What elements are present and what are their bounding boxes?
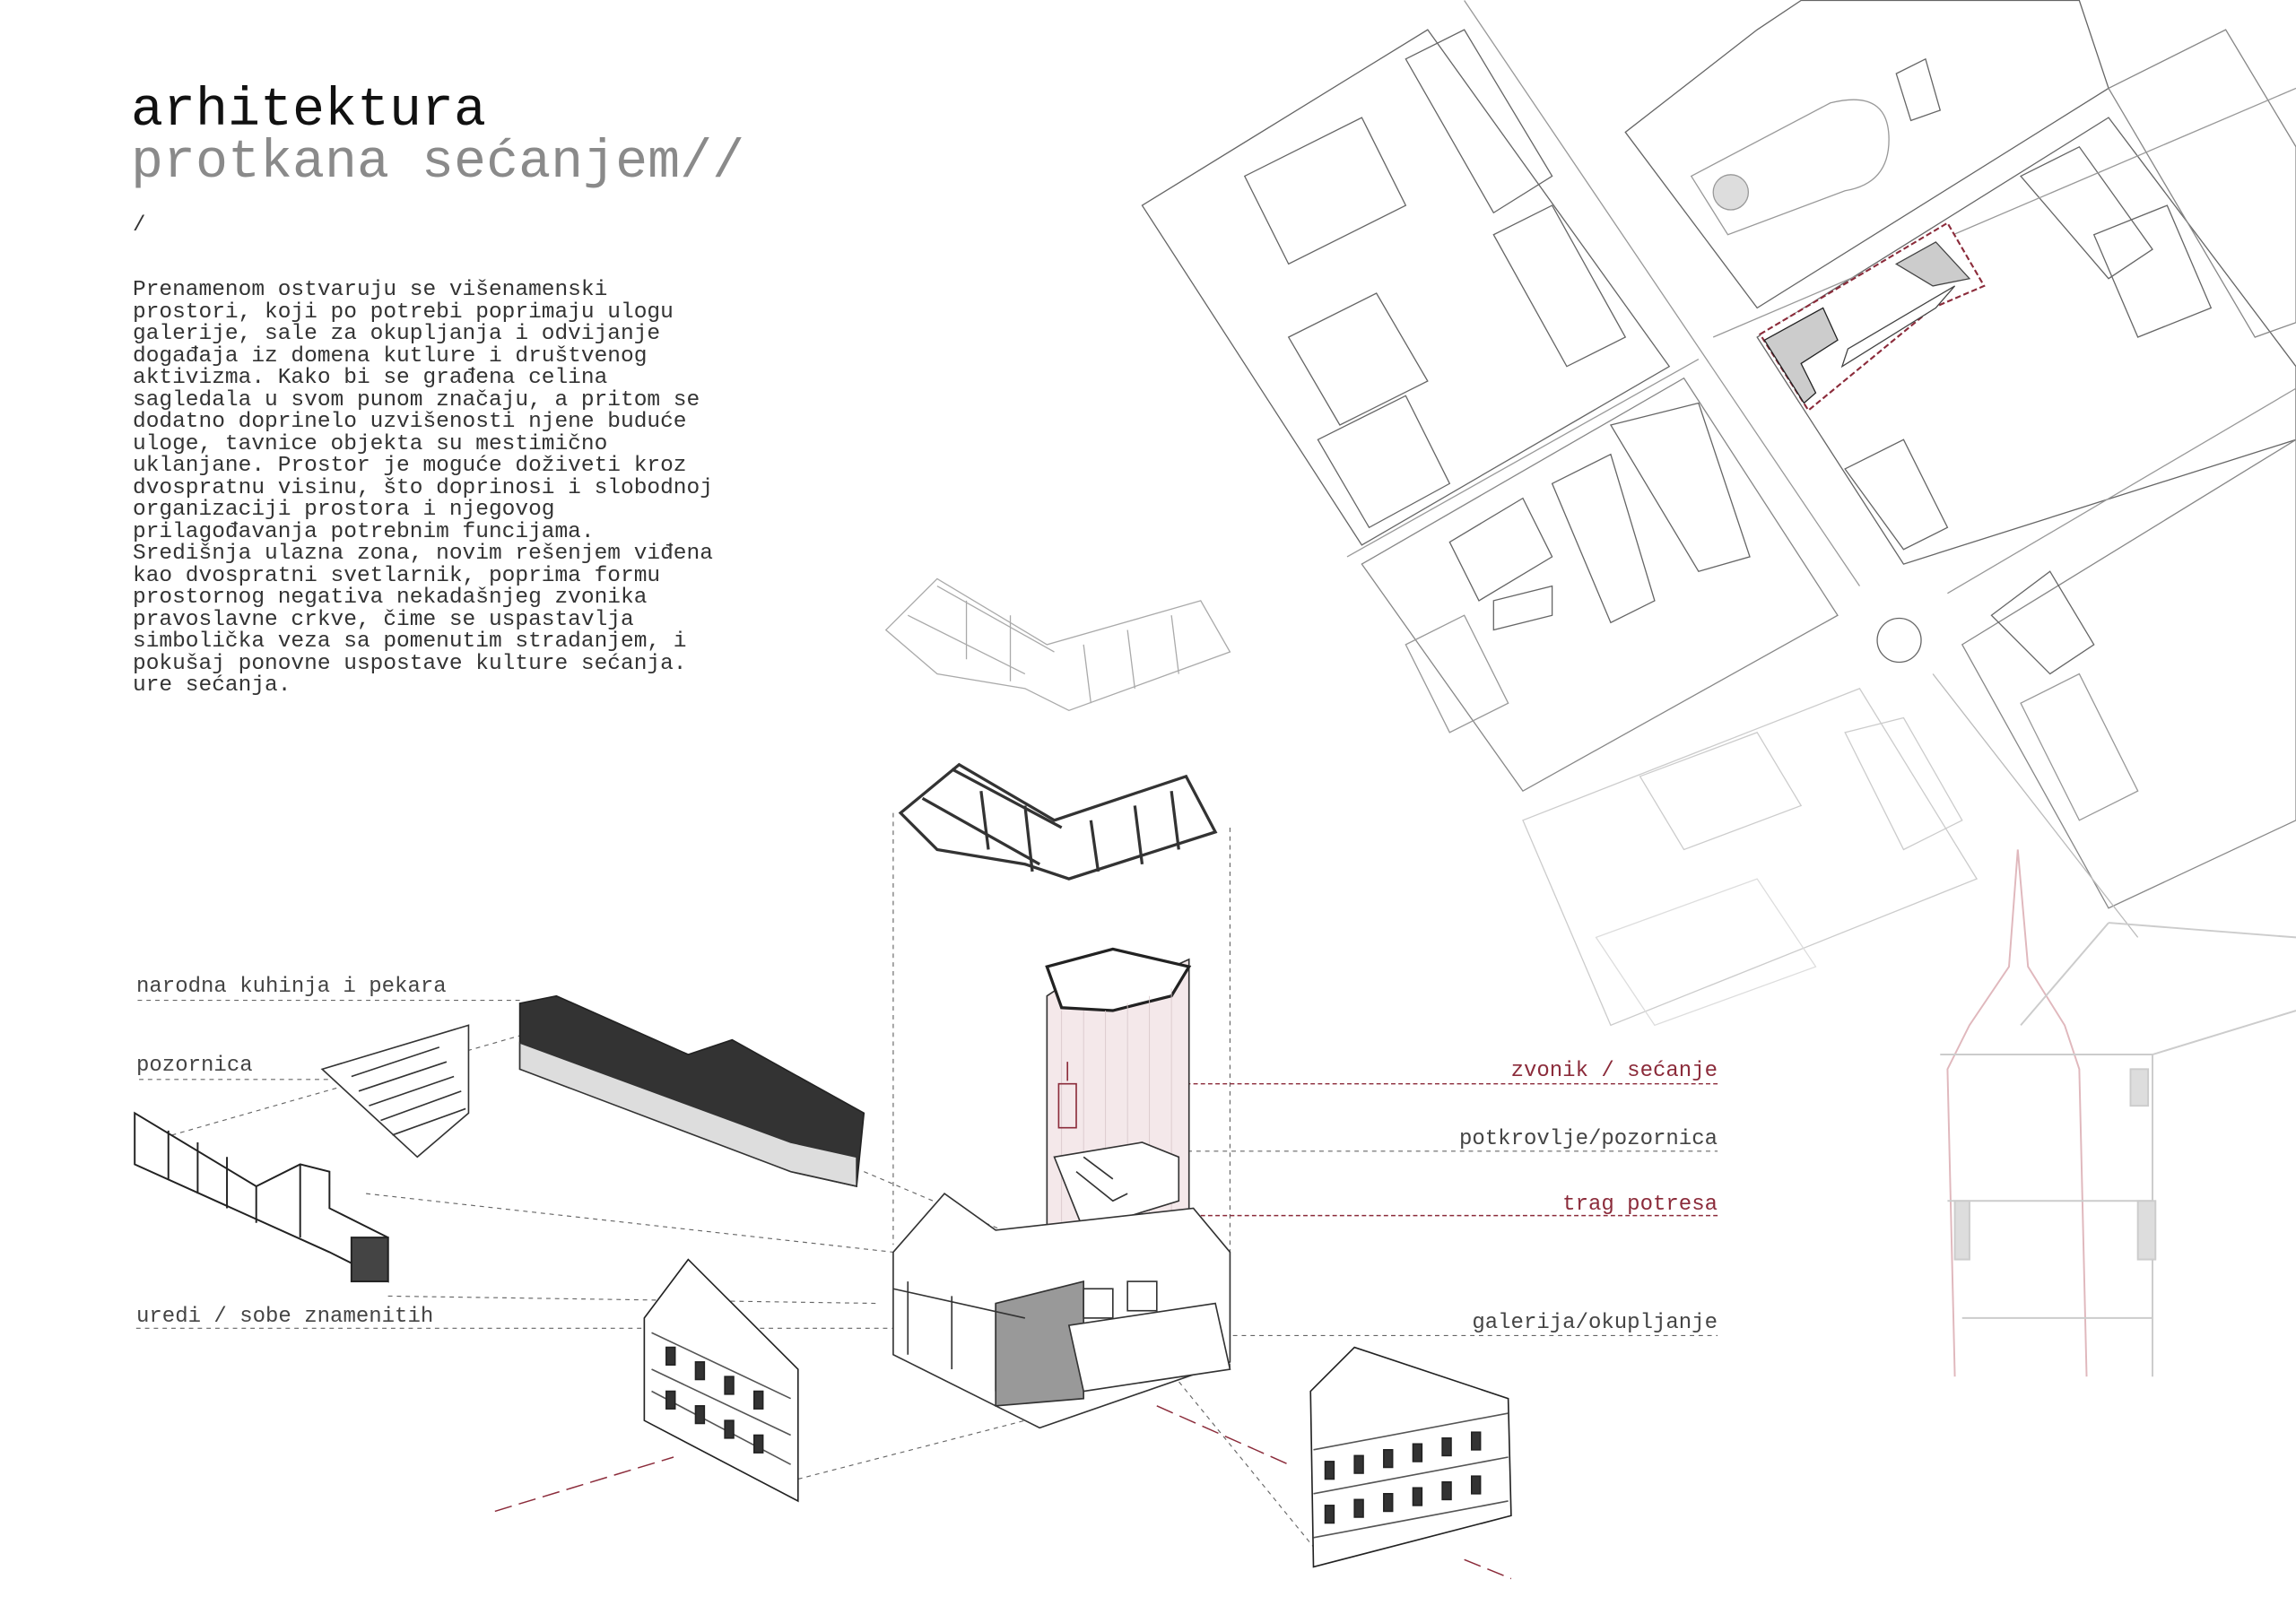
church-sketch: [1940, 849, 2296, 1377]
title-line-2: protkana sećanjem//: [131, 133, 745, 194]
title-separator: /: [133, 213, 146, 238]
site-map: [1141, 0, 2296, 1027]
title-line-1: arhitektura: [131, 81, 487, 142]
roof-truss-light: [884, 577, 1231, 712]
office-wing: [134, 1111, 389, 1283]
pekara-building: [518, 994, 865, 1187]
label-uredi: uredi / sobe znamenitih: [136, 1305, 434, 1329]
main-building: [892, 1193, 1231, 1429]
label-narodna-kuhinja: narodna kuhinja i pekara: [136, 975, 447, 999]
label-trag-potresa: trag potresa: [1562, 1193, 1718, 1217]
label-pozornica: pozornica: [136, 1054, 253, 1078]
bell-tower: [1045, 947, 1192, 1258]
red-connectors: [494, 1082, 1718, 1580]
label-galerija: galerija/okupljanje: [1472, 1311, 1718, 1335]
label-potkrovlje: potkrovlje/pozornica: [1458, 1127, 1718, 1151]
label-zvonik: zvonik / sećanje: [1510, 1059, 1718, 1083]
stage: [320, 1024, 470, 1159]
facade-left: [643, 1258, 799, 1503]
facade-right: [1309, 1346, 1512, 1568]
description-text: Prenamenom ostvaruju se višenamenski pro…: [133, 278, 713, 698]
roof-truss-dark: [898, 762, 1218, 881]
